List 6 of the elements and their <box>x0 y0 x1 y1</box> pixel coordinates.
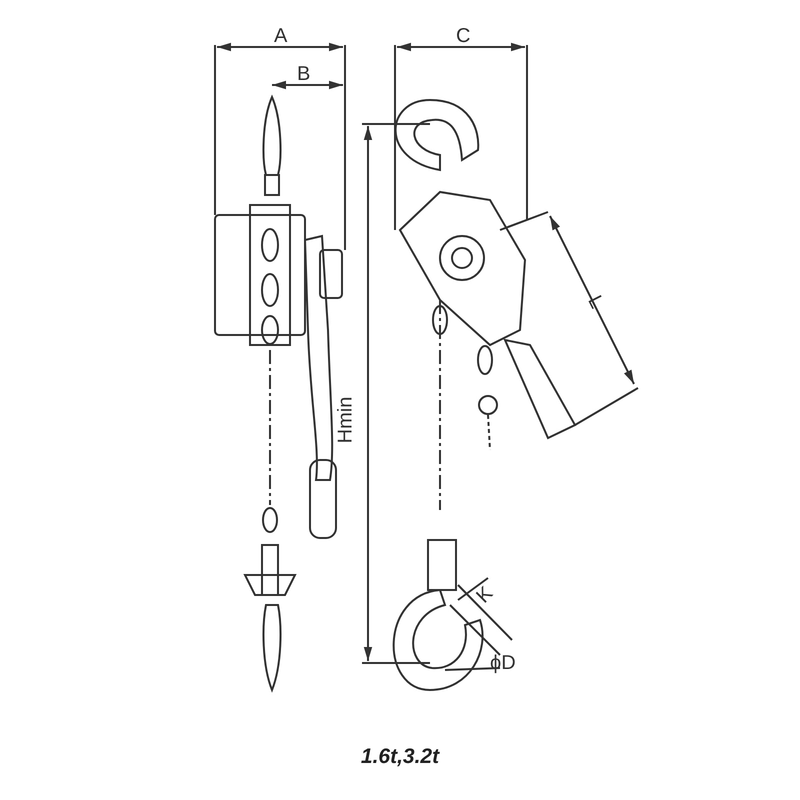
dimension-label: Hmin <box>335 396 356 444</box>
dimension-label: K <box>472 583 496 607</box>
dimension-label: A <box>274 26 288 46</box>
dimension-label: C <box>456 26 470 46</box>
caption: 1.6t,3.2t <box>360 745 440 768</box>
dimension-label: B <box>297 64 310 84</box>
